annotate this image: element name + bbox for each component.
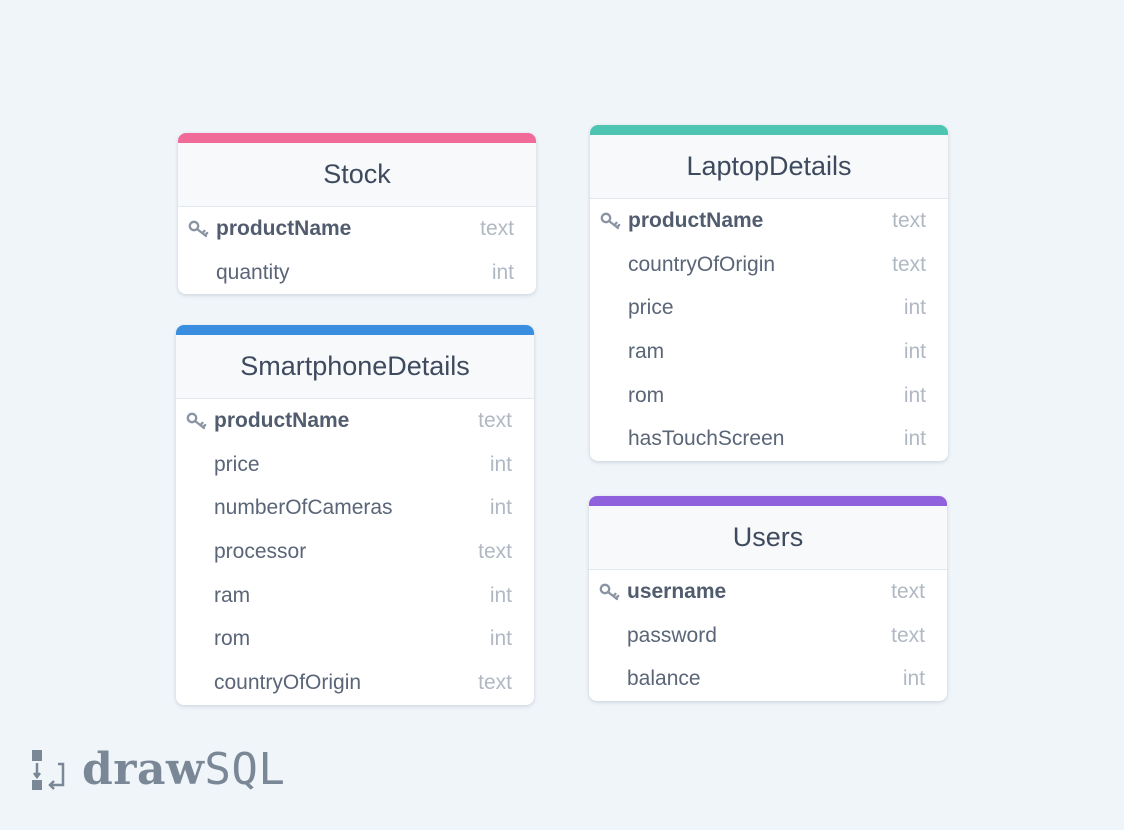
field-type: int xyxy=(903,383,926,407)
field-row[interactable]: username text xyxy=(589,570,947,614)
field-name: processor xyxy=(214,539,307,563)
field-name: ram xyxy=(214,583,251,607)
field-row[interactable]: ram int xyxy=(590,330,948,374)
table-users[interactable]: Users username text password text balance int xyxy=(589,496,947,702)
field-name: price xyxy=(628,296,674,320)
key-icon xyxy=(188,220,216,238)
field-type: text xyxy=(480,216,514,240)
field-type: text xyxy=(478,539,512,563)
field-type: int xyxy=(903,339,926,363)
field-row[interactable]: ram int xyxy=(176,574,534,618)
field-type: int xyxy=(489,583,512,607)
field-row[interactable]: hasTouchScreen int xyxy=(590,417,948,461)
table-stock[interactable]: Stock productName text quantity int xyxy=(178,133,536,295)
field-name: productName xyxy=(214,408,350,432)
field-row[interactable]: quantity int xyxy=(178,251,536,295)
table-color-bar xyxy=(590,125,948,135)
field-list: productName text countryOfOrigin text price i… xyxy=(590,199,948,461)
field-type: int xyxy=(903,296,926,320)
field-type: int xyxy=(489,496,512,520)
drawsql-logo: drawSQL xyxy=(30,744,285,795)
key-icon xyxy=(600,212,628,230)
field-list: productName text quantity int xyxy=(178,207,536,294)
table-color-bar xyxy=(178,133,536,143)
field-row[interactable]: balance int xyxy=(589,657,947,701)
field-name: hasTouchScreen xyxy=(628,427,785,451)
field-row[interactable]: processor text xyxy=(176,530,534,574)
field-name: price xyxy=(214,452,260,476)
field-list: productName text price int numberOfCameras in… xyxy=(176,399,534,705)
field-name: numberOfCameras xyxy=(214,496,393,520)
field-row[interactable]: productName text xyxy=(178,207,536,251)
field-row[interactable]: rom int xyxy=(590,374,948,418)
table-smartphonedetails[interactable]: SmartphoneDetails productName text price in… xyxy=(176,325,534,705)
field-row[interactable]: password text xyxy=(589,614,947,658)
table-color-bar xyxy=(176,325,534,335)
field-type: int xyxy=(903,427,926,451)
field-type: int xyxy=(902,667,925,691)
field-type: text xyxy=(891,579,925,603)
field-name: balance xyxy=(627,667,701,691)
table-color-bar xyxy=(589,496,947,506)
field-name: countryOfOrigin xyxy=(214,670,362,694)
key-icon xyxy=(186,412,214,430)
field-row[interactable]: price int xyxy=(176,443,534,487)
field-name: rom xyxy=(214,627,251,651)
field-row[interactable]: numberOfCameras int xyxy=(176,486,534,530)
table-title[interactable]: LaptopDetails xyxy=(590,135,948,199)
logo-wordmark: drawSQL xyxy=(82,744,286,795)
field-row[interactable]: productName text xyxy=(176,399,534,443)
field-list: username text password text balance int xyxy=(589,570,947,701)
field-row[interactable]: productName text xyxy=(590,199,948,243)
field-type: int xyxy=(489,627,512,651)
field-name: password xyxy=(627,623,717,647)
field-name: ram xyxy=(628,339,665,363)
field-row[interactable]: rom int xyxy=(176,617,534,661)
field-type: int xyxy=(491,260,514,284)
field-type: text xyxy=(891,623,925,647)
field-name: productName xyxy=(628,208,764,232)
field-row[interactable]: countryOfOrigin text xyxy=(590,243,948,287)
field-type: text xyxy=(892,252,926,276)
field-name: rom xyxy=(628,383,665,407)
table-title[interactable]: Users xyxy=(589,506,947,570)
field-name: username xyxy=(627,579,727,603)
field-row[interactable]: price int xyxy=(590,286,948,330)
field-name: countryOfOrigin xyxy=(628,252,776,276)
field-name: quantity xyxy=(216,260,290,284)
field-type: int xyxy=(489,452,512,476)
table-title[interactable]: Stock xyxy=(178,143,536,207)
field-name: productName xyxy=(216,216,352,240)
field-row[interactable]: countryOfOrigin text xyxy=(176,661,534,705)
field-type: text xyxy=(478,408,512,432)
table-title[interactable]: SmartphoneDetails xyxy=(176,335,534,399)
drawsql-logo-icon xyxy=(32,749,65,790)
key-icon xyxy=(599,583,627,601)
field-type: text xyxy=(478,670,512,694)
field-type: text xyxy=(892,208,926,232)
